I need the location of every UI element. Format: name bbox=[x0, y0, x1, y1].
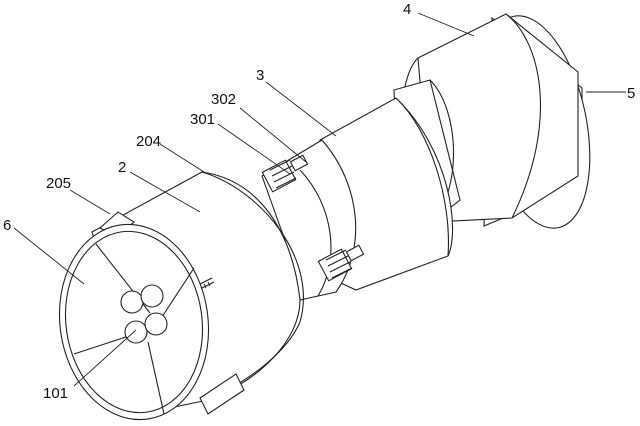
label-101: 101 bbox=[43, 385, 68, 402]
label-204: 204 bbox=[136, 133, 161, 150]
label-4: 4 bbox=[403, 1, 411, 18]
label-205: 205 bbox=[46, 175, 71, 192]
label-302: 302 bbox=[211, 91, 236, 108]
lower-bracket bbox=[199, 373, 245, 415]
end-cap bbox=[400, 13, 591, 229]
label-301: 301 bbox=[190, 111, 215, 128]
gear-shaft-upper bbox=[261, 154, 309, 193]
label-3: 3 bbox=[256, 67, 264, 84]
label-5: 5 bbox=[627, 85, 635, 102]
label-6: 6 bbox=[3, 217, 11, 234]
outlet-holes bbox=[120, 284, 168, 344]
leader-lines bbox=[13, 12, 626, 387]
gear-shaft-lower bbox=[317, 244, 365, 282]
label-2: 2 bbox=[118, 159, 126, 176]
